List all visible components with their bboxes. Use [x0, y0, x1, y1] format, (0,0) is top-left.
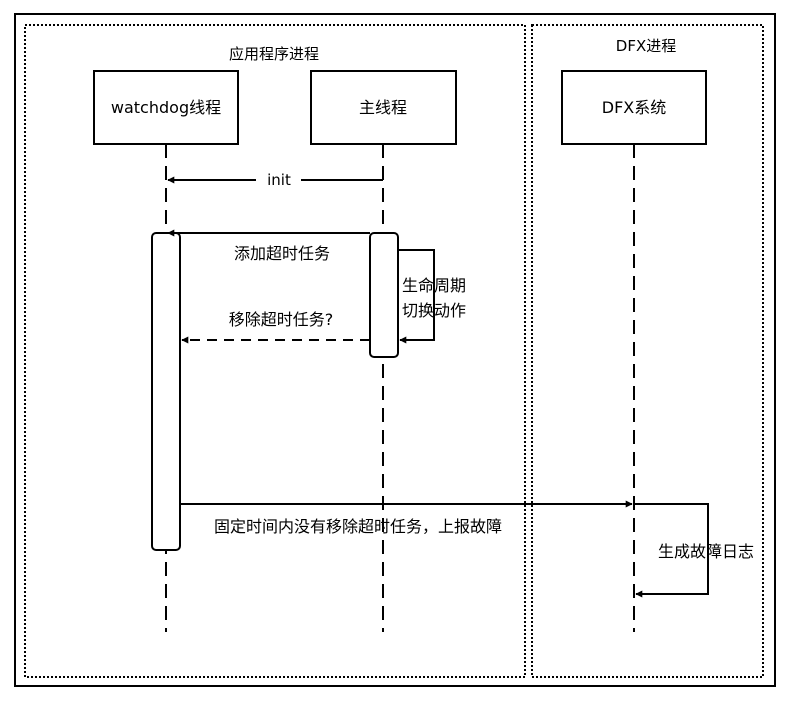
participant-main-thread: [310, 70, 457, 145]
participant-watchdog-label: watchdog线程: [111, 98, 221, 117]
participant-main-thread-label: 主线程: [359, 98, 407, 117]
participant-dfx-system-label: DFX系统: [602, 98, 667, 117]
message-generate-fault-log-label: 生成故障日志: [658, 542, 754, 561]
message-lifecycle-self-arrow: [398, 249, 435, 344]
outer-frame: [14, 13, 776, 687]
message-remove-timeout-task-label: 移除超时任务?: [229, 310, 334, 329]
activation-main-thread: [369, 232, 399, 358]
participant-watchdog: [93, 70, 239, 145]
region-app-process-label: 应用程序进程: [229, 45, 319, 63]
region-dfx-process: [531, 24, 764, 678]
message-generate-fault-log-self-arrow: [634, 503, 709, 598]
participant-dfx-system: [561, 70, 707, 145]
region-app-process: [24, 24, 526, 678]
message-add-timeout-task-label: 添加超时任务: [234, 244, 330, 263]
activation-watchdog: [151, 232, 181, 551]
message-report-fault-label: 固定时间内没有移除超时任务，上报故障: [214, 517, 502, 536]
message-lifecycle-label-line2: 切换动作: [402, 301, 466, 320]
region-dfx-process-label: DFX进程: [616, 37, 676, 55]
message-lifecycle-label-line1: 生命周期: [402, 276, 466, 295]
message-init-label: init: [267, 171, 291, 189]
